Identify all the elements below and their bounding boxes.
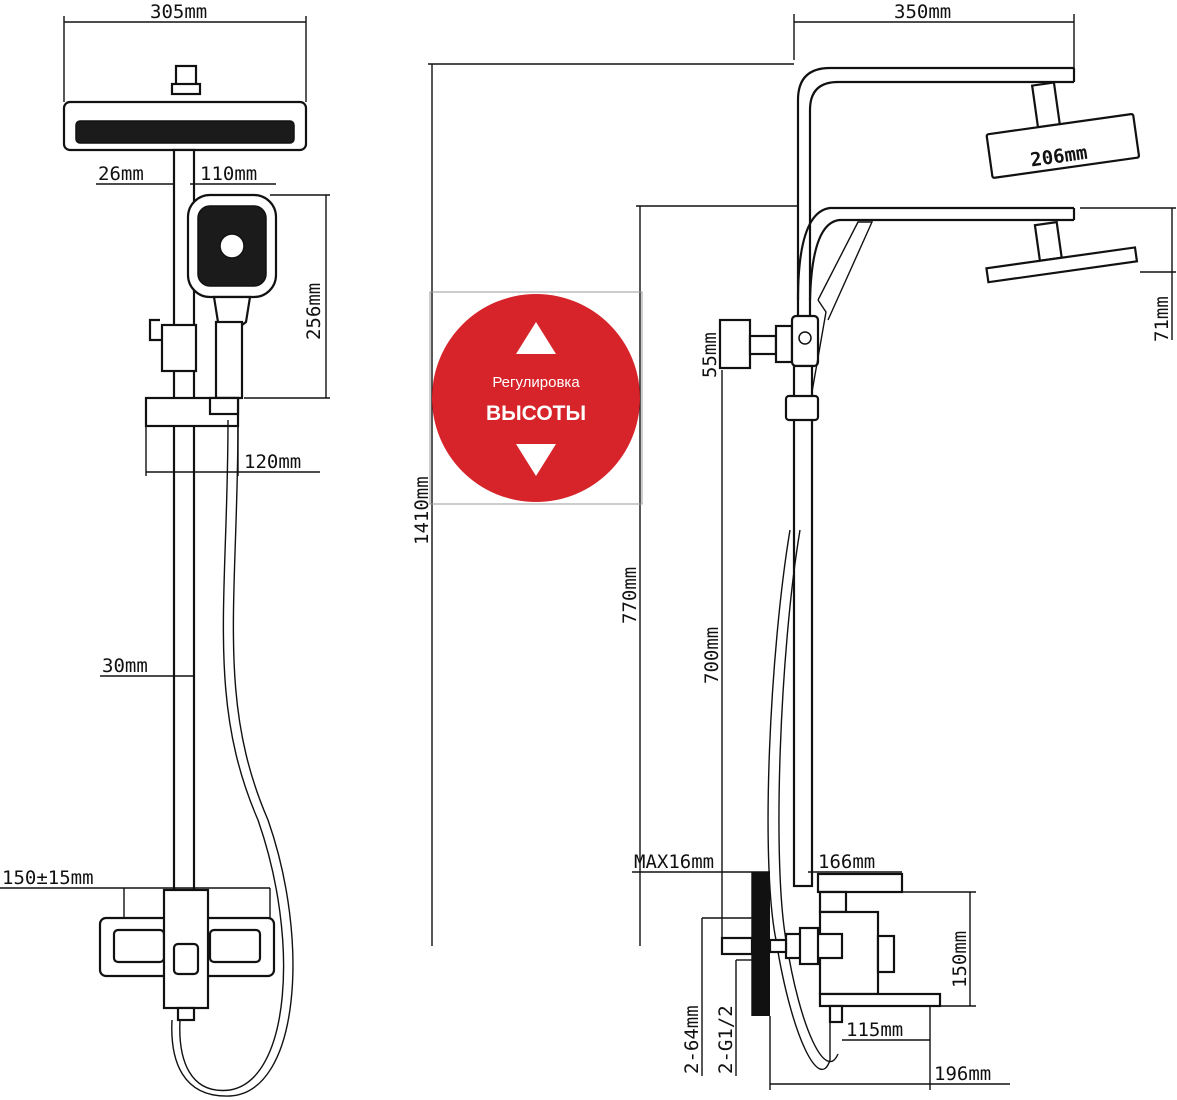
dim-55: 55mm	[699, 332, 721, 378]
dim-166: 166mm	[818, 851, 875, 873]
dim-120: 120mm	[244, 451, 301, 473]
side-rail	[792, 364, 814, 888]
dim-71: 71mm	[1151, 296, 1173, 342]
arrow-up-icon	[516, 322, 556, 354]
dim-196: 196mm	[934, 1063, 991, 1085]
dim-2-64: 2-64mm	[681, 1005, 703, 1074]
dim-770: 770mm	[619, 567, 641, 624]
dim-1410: 1410mm	[411, 476, 433, 545]
front-mixer	[98, 888, 276, 1022]
dim-max16: MAX16mm	[634, 851, 714, 873]
wall-section	[752, 872, 770, 1016]
dim-thread: 2-G1/2	[715, 1005, 737, 1074]
hand-shower	[186, 193, 278, 400]
upper-shower-head: 206mm	[985, 81, 1141, 179]
dim-350: 350mm	[894, 1, 951, 23]
badge-line2: ВЫСОТЫ	[486, 402, 586, 425]
dim-115: 115mm	[846, 1019, 903, 1041]
arrow-down-icon	[516, 444, 556, 476]
rain-shower-head	[62, 64, 308, 152]
dim-110: 110mm	[200, 163, 257, 185]
dim-150-15: 150±15mm	[2, 867, 94, 889]
height-adjust-badge: Регулировка ВЫСОТЫ	[429, 291, 643, 505]
dim-30: 30mm	[102, 655, 148, 677]
dim-700: 700mm	[701, 627, 723, 684]
dim-150: 150mm	[949, 931, 971, 988]
dim-26: 26mm	[98, 163, 144, 185]
wall-clamp	[718, 318, 752, 370]
shower-hose	[179, 419, 285, 1092]
badge-line1: Регулировка	[492, 374, 580, 391]
side-view: 350mm 206mm 71mm 1410mm 770	[411, 1, 1176, 1090]
front-view: 305mm 26mm 110mm 256mm	[0, 1, 330, 1097]
dim-305: 305mm	[150, 1, 207, 23]
lower-shower-head	[985, 220, 1139, 284]
dim-256: 256mm	[303, 283, 325, 340]
